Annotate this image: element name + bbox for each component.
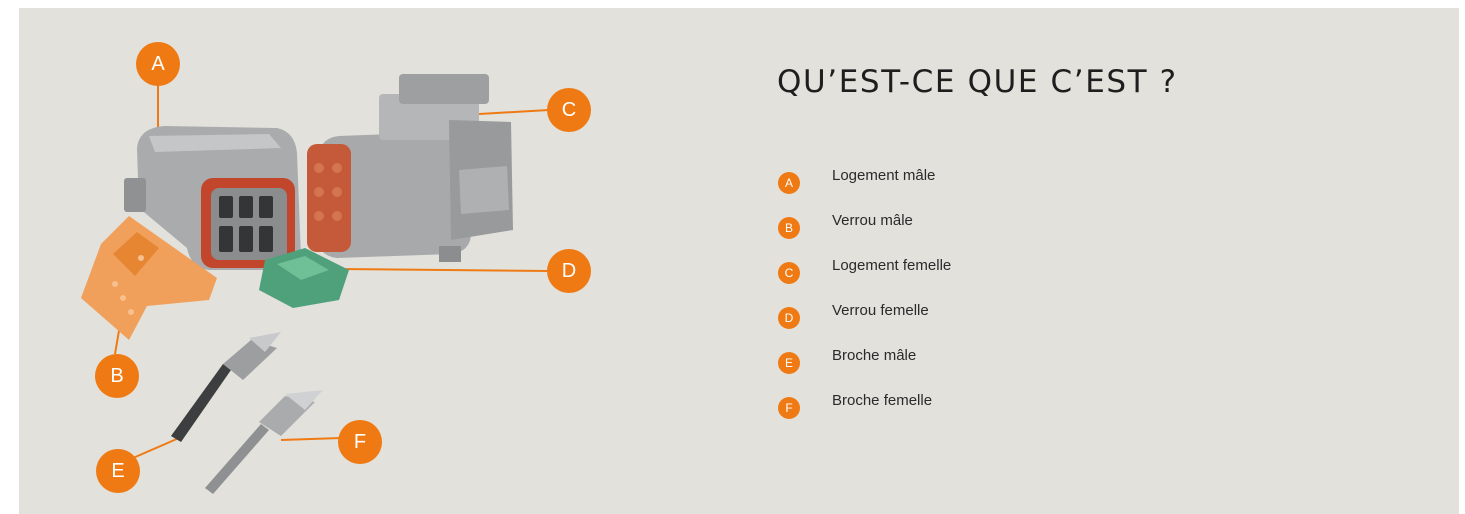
- legend-label: Broche mâle: [832, 347, 917, 364]
- callout-a: A: [136, 42, 180, 86]
- female-housing-image: [307, 74, 513, 262]
- legend-item: A Logement mâle: [778, 154, 951, 199]
- content-panel: A B C D E F QU’EST-CE QUE C’EST ? A Loge…: [19, 8, 1459, 514]
- callout-b: B: [95, 354, 139, 398]
- legend-label: Verrou mâle: [832, 212, 913, 229]
- female-pin-image: [205, 390, 323, 494]
- female-lock-image: [259, 248, 349, 308]
- legend-letter-badge: B: [778, 216, 800, 239]
- legend-item: F Broche femelle: [778, 379, 951, 424]
- callout-c: C: [547, 88, 591, 132]
- legend-item: E Broche mâle: [778, 334, 951, 379]
- legend-label: Logement mâle: [832, 167, 936, 184]
- component-legend: A Logement mâle B Verrou mâle C Logement…: [778, 154, 951, 424]
- legend-item: D Verrou femelle: [778, 289, 951, 334]
- callout-e: E: [96, 449, 140, 493]
- legend-letter-badge: A: [778, 171, 800, 194]
- legend-label: Logement femelle: [832, 257, 952, 274]
- legend-letter-badge: F: [778, 396, 800, 419]
- legend-item: B Verrou mâle: [778, 199, 951, 244]
- male-lock-image: [81, 216, 217, 340]
- callout-f: F: [338, 420, 382, 464]
- legend-letter-badge: E: [778, 351, 800, 374]
- legend-label: Broche femelle: [832, 392, 933, 409]
- male-housing-image: [124, 126, 301, 270]
- connector-illustration: [81, 74, 550, 494]
- page-title: QU’EST-CE QUE C’EST ?: [777, 64, 1178, 100]
- legend-label: Verrou femelle: [832, 302, 929, 319]
- legend-letter-badge: D: [778, 306, 800, 329]
- male-pin-image: [171, 332, 281, 442]
- legend-item: C Logement femelle: [778, 244, 951, 289]
- legend-letter-badge: C: [778, 261, 800, 284]
- callout-d: D: [547, 249, 591, 293]
